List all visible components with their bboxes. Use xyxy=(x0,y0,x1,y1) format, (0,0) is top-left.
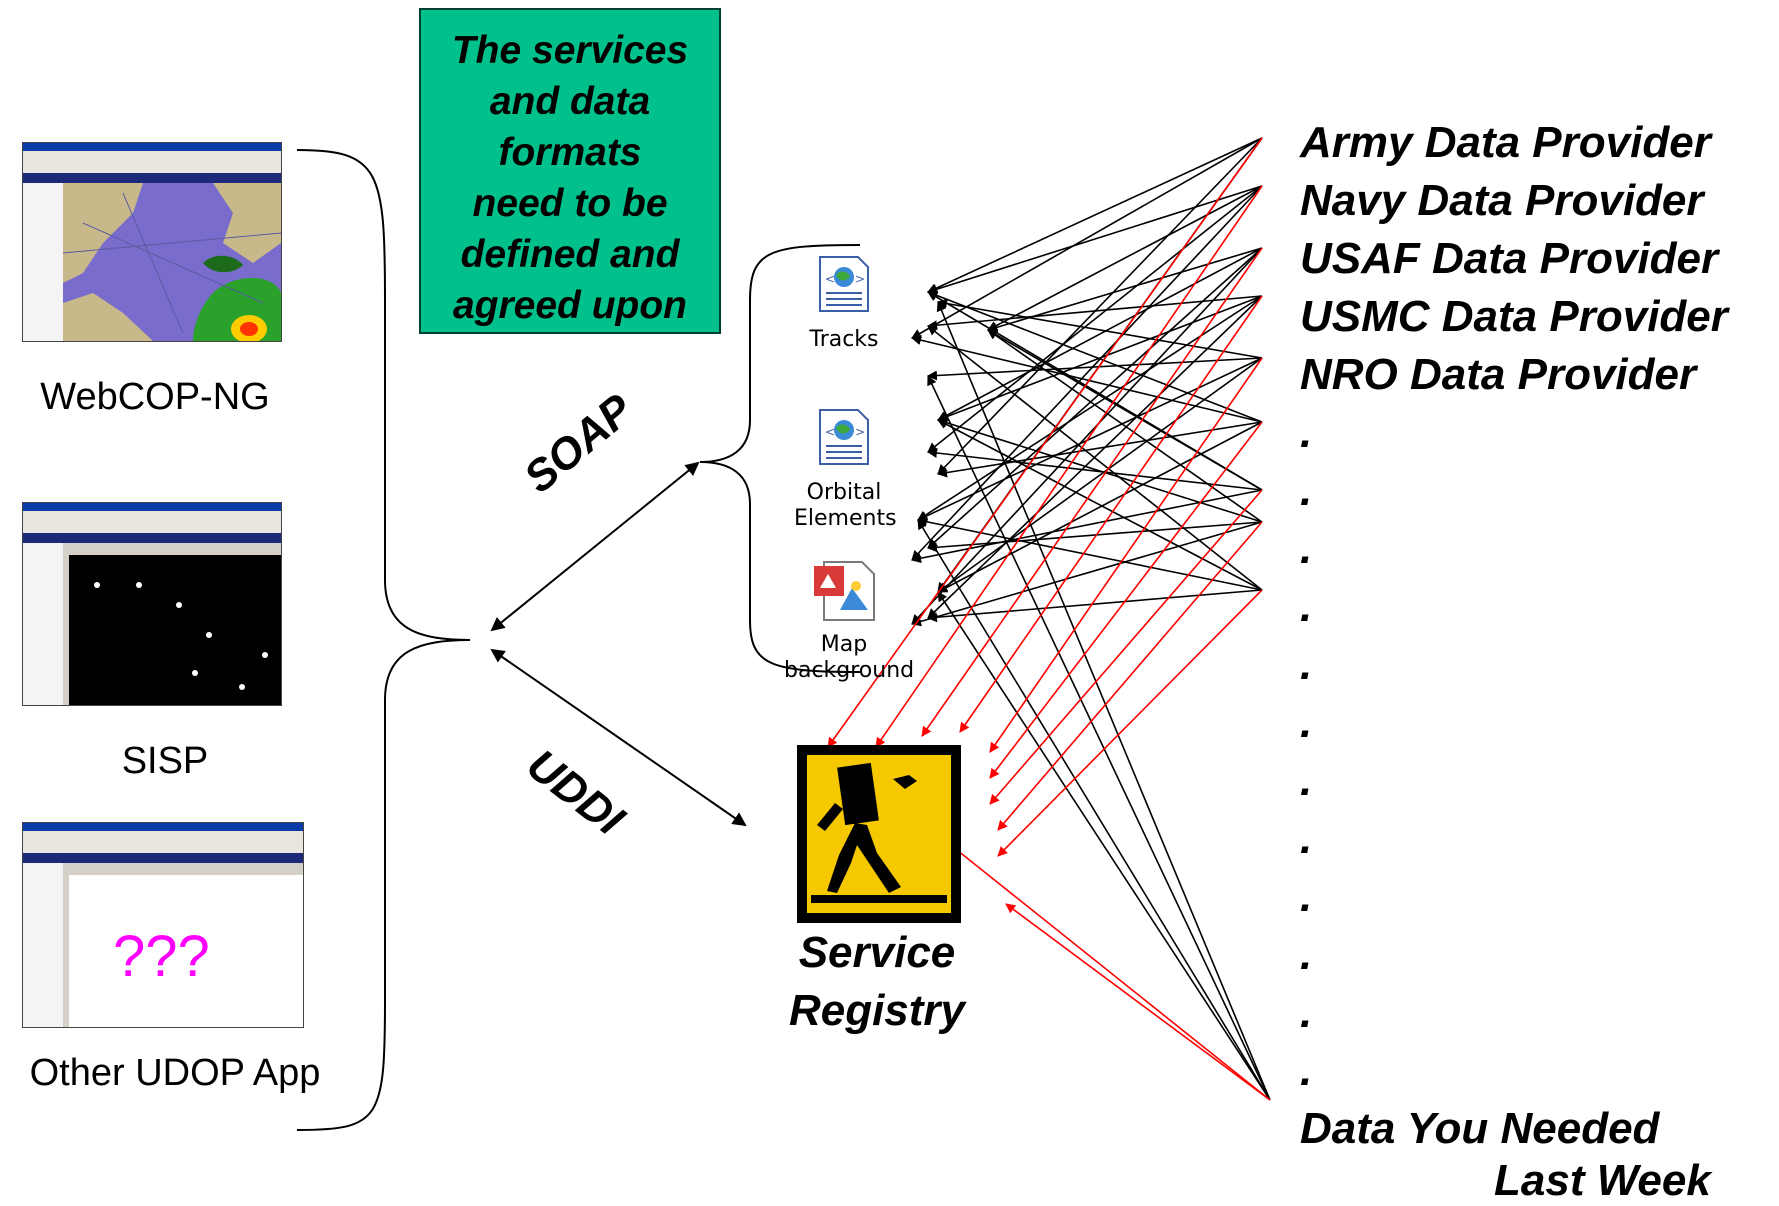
callout-line: need to be xyxy=(472,182,668,225)
requirements-callout: The services and data formats need to be… xyxy=(419,8,721,334)
service-arrow xyxy=(927,291,1263,491)
services-brace xyxy=(699,244,861,673)
provider-usmc: USMC Data Provider xyxy=(1300,292,1728,341)
callout-line: defined and xyxy=(460,233,680,276)
service-arrow xyxy=(927,185,1263,453)
web-document-icon: < > xyxy=(819,256,869,312)
service-label-map-text: Map background xyxy=(784,632,915,683)
service-arrow xyxy=(937,357,1263,593)
callout-line: The services xyxy=(451,29,689,72)
svg-text:>: > xyxy=(855,272,865,286)
service-label-orbital-text: Orbital Elements xyxy=(794,480,897,531)
service-arrow xyxy=(937,591,1271,1101)
registration-arrow xyxy=(827,137,1263,748)
apps-brace xyxy=(296,149,471,1131)
service-arrow xyxy=(927,375,1271,1101)
service-arrow xyxy=(927,185,1263,295)
provider-nro: NRO Data Provider xyxy=(1300,350,1697,399)
app-label-sisp: SISP xyxy=(121,740,209,782)
provider-usaf: USAF Data Provider xyxy=(1300,234,1719,283)
service-arrow xyxy=(917,295,1263,521)
registration-arrows xyxy=(827,137,1271,1101)
service-arrow xyxy=(911,247,1263,625)
service-arrow xyxy=(937,247,1263,421)
webcop-screenshot xyxy=(22,142,282,342)
service-arrow xyxy=(917,357,1263,521)
registry-line-2: Registry xyxy=(788,986,966,1035)
app-label-other: Other UDOP App xyxy=(29,1052,321,1094)
service-arrow xyxy=(937,137,1263,475)
registration-arrow xyxy=(989,489,1263,805)
service-arrow xyxy=(936,301,1271,1101)
service-arrow xyxy=(927,589,1263,623)
service-arrow xyxy=(937,419,1263,591)
service-arrows xyxy=(911,137,1271,1101)
service-arrow xyxy=(917,516,1263,591)
image-document-icon xyxy=(814,561,875,621)
service-arrow xyxy=(937,417,1263,523)
ellipsis-dot: . xyxy=(1300,872,1313,921)
service-arrow xyxy=(927,325,1263,591)
svg-text:<: < xyxy=(825,272,835,286)
provider-last-week-line1: Data You Needed xyxy=(1300,1104,1660,1153)
ellipsis-dot: . xyxy=(1300,466,1313,515)
service-arrow xyxy=(927,295,1263,331)
registration-arrow xyxy=(997,521,1263,831)
registration-arrow xyxy=(997,589,1263,857)
ellipsis-dot: . xyxy=(1300,814,1313,863)
web-document-icon: < > xyxy=(819,409,869,465)
unknown-data-marker: ??? xyxy=(113,924,210,989)
other-app-screenshot: ??? xyxy=(22,822,304,1028)
service-arrow xyxy=(927,521,1263,553)
provider-last-week-line2: Last Week xyxy=(1494,1156,1711,1205)
ellipsis-dot: . xyxy=(1300,582,1313,631)
registration-arrow xyxy=(921,247,1263,737)
callout-line: agreed upon xyxy=(452,284,688,327)
service-arrow xyxy=(927,290,1263,423)
ellipsis-dot: . xyxy=(1300,756,1313,805)
service-arrow xyxy=(911,185,1263,561)
registration-arrow xyxy=(1005,903,1271,1101)
registry-line-1: Service xyxy=(798,928,956,977)
service-arrow xyxy=(937,421,1263,593)
service-arrow xyxy=(927,357,1263,381)
ellipsis-dot: . xyxy=(1300,1046,1313,1095)
service-label-orbital: Orbital Elements xyxy=(774,480,914,532)
callout-line: and data xyxy=(489,80,651,123)
service-arrow xyxy=(927,137,1263,293)
service-arrow xyxy=(917,519,1271,1101)
service-label-tracks: Tracks xyxy=(809,327,879,352)
service-arrow xyxy=(911,335,1263,423)
uddi-arrow xyxy=(490,648,747,827)
service-arrow xyxy=(987,185,1263,331)
service-arrow xyxy=(937,421,1263,478)
service-arrow xyxy=(937,295,1263,422)
sisp-screenshot xyxy=(22,502,282,706)
svg-text:>: > xyxy=(855,425,865,439)
service-arrow xyxy=(937,298,1263,359)
service-arrow xyxy=(927,247,1263,549)
yellow-pages-walking-fingers-icon xyxy=(797,745,961,923)
ellipsis-dot: . xyxy=(1300,930,1313,979)
service-registry-label: Service Registry xyxy=(757,924,997,1040)
service-label-map: Map background xyxy=(774,632,914,684)
ellipsis-dot: . xyxy=(1300,698,1313,747)
service-arrow xyxy=(911,137,1263,339)
service-arrow xyxy=(987,329,1263,523)
callout-line: formats xyxy=(498,131,642,174)
ellipsis-dot: . xyxy=(1300,640,1313,689)
registration-arrow xyxy=(875,185,1263,748)
ellipsis-dot: . xyxy=(1300,524,1313,573)
registration-arrow xyxy=(989,421,1263,779)
app-label-webcop: WebCOP-NG xyxy=(40,376,270,418)
registration-arrow xyxy=(989,357,1263,753)
provider-army: Army Data Provider xyxy=(1300,118,1711,167)
soap-arrow xyxy=(490,461,700,632)
ellipsis-dot: . xyxy=(1300,988,1313,1037)
ellipsis-dot: . xyxy=(1300,408,1313,457)
svg-text:<: < xyxy=(825,425,835,439)
provider-navy: Navy Data Provider xyxy=(1300,176,1704,225)
registration-arrow xyxy=(959,295,1263,733)
